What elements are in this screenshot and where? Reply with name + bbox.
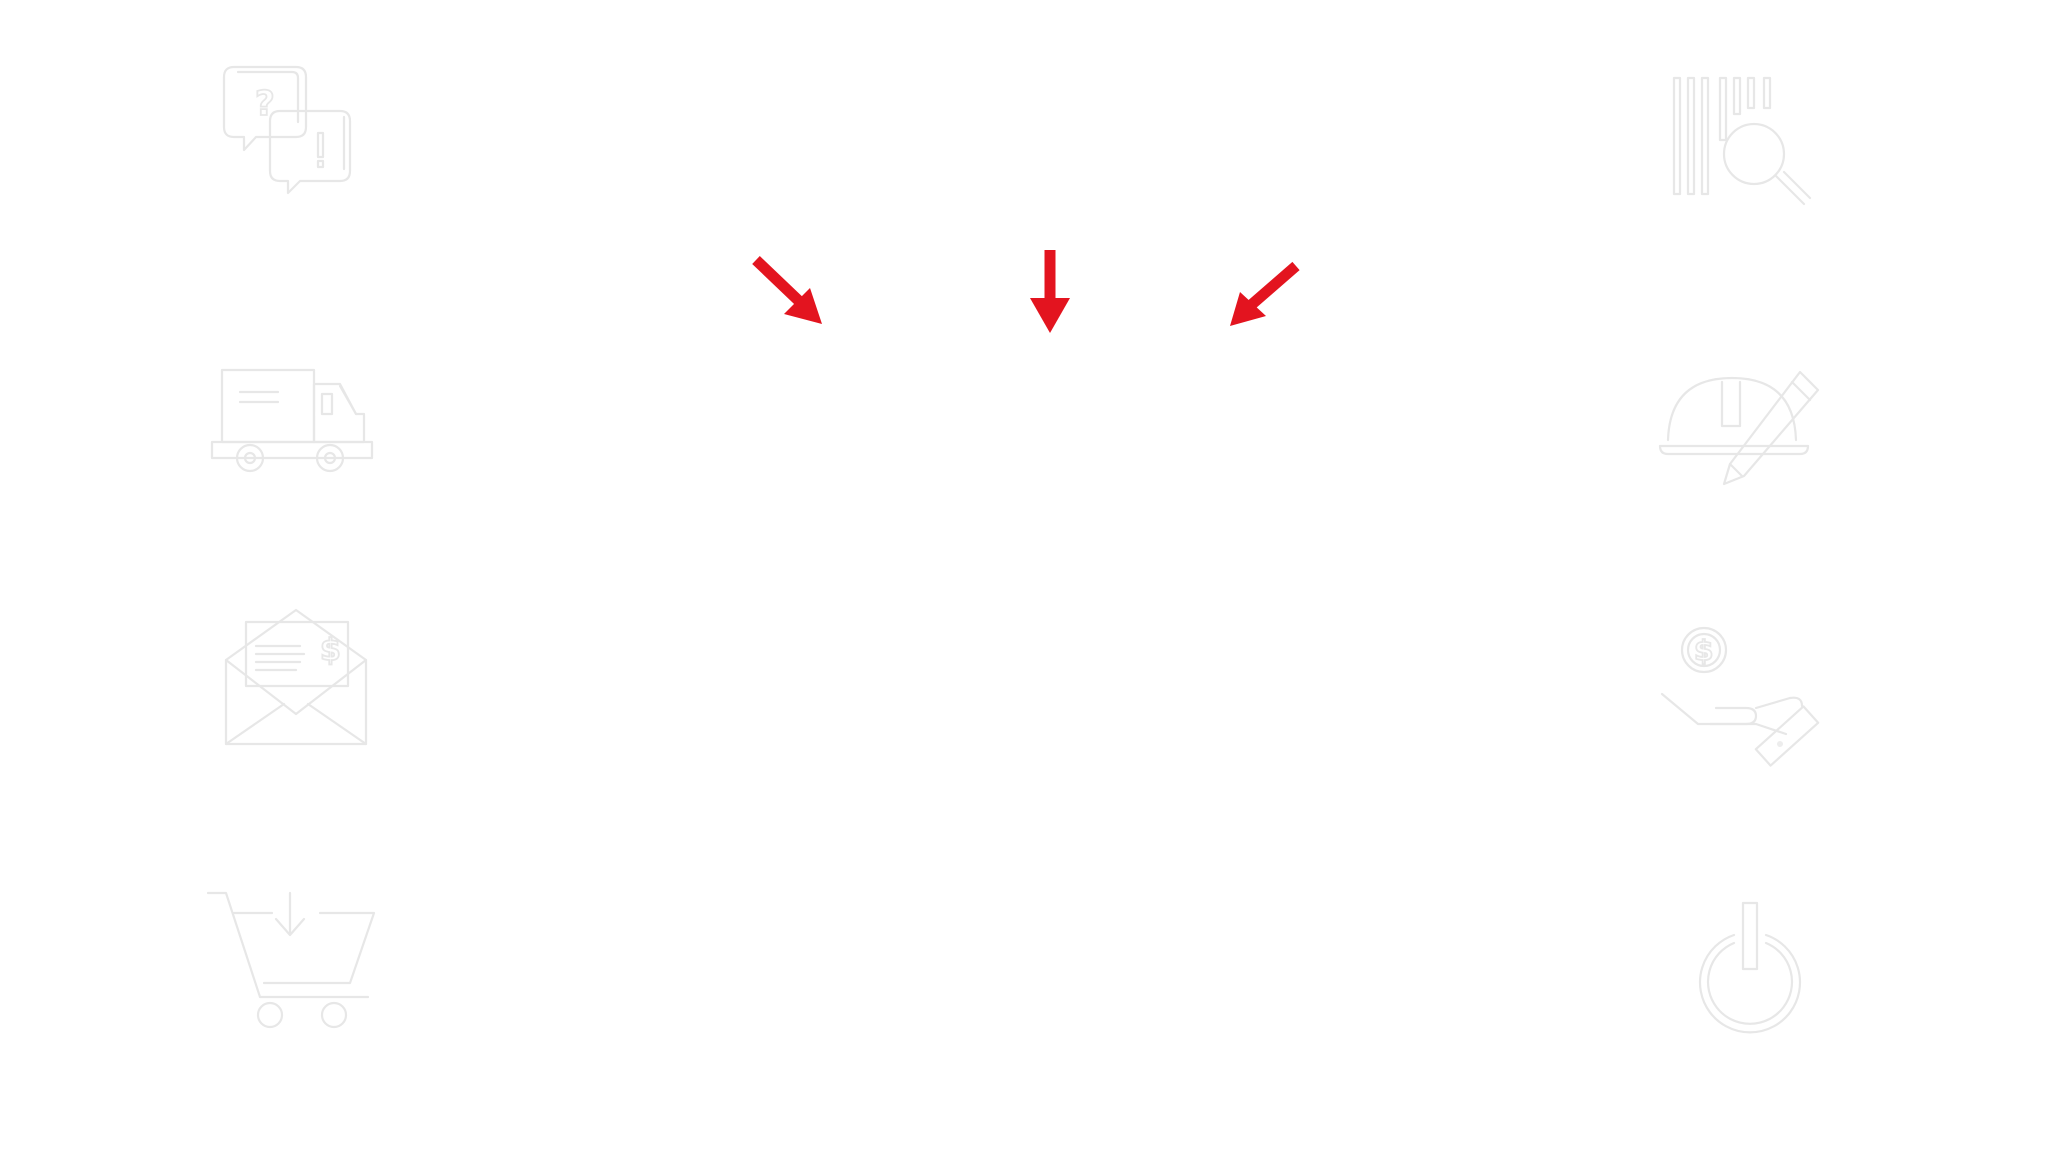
- payment-button[interactable]: $: [1650, 620, 1850, 770]
- envelope-dollar-invoice-icon: $: [200, 602, 400, 752]
- orders-button[interactable]: [200, 885, 400, 1035]
- question-answer-bubbles-icon: ?: [200, 55, 400, 205]
- shipping-button[interactable]: [200, 352, 400, 502]
- hardhat-pencil-icon: [1650, 360, 1850, 510]
- hand-coin-payment-icon: $: [1650, 620, 1850, 770]
- barcode-search-icon: [1650, 70, 1850, 220]
- shopping-cart-download-icon: [200, 885, 400, 1035]
- engineering-button[interactable]: [1650, 360, 1850, 510]
- pointer-arrows: [752, 250, 1300, 333]
- dollar-glyph: $: [320, 633, 341, 668]
- delivery-truck-icon: [200, 352, 400, 502]
- arrow-down-icon: [1030, 250, 1070, 333]
- arrow-down-left-icon: [1230, 261, 1300, 326]
- faq-button[interactable]: ?: [200, 55, 400, 205]
- barcode-search-button[interactable]: [1650, 70, 1850, 220]
- power-button[interactable]: [1650, 895, 1850, 1045]
- coin-dollar-glyph: $: [1694, 634, 1713, 667]
- invoice-button[interactable]: $: [200, 602, 400, 752]
- arrow-down-right-icon: [752, 256, 822, 324]
- question-glyph: ?: [255, 84, 275, 124]
- power-icon: [1650, 895, 1850, 1045]
